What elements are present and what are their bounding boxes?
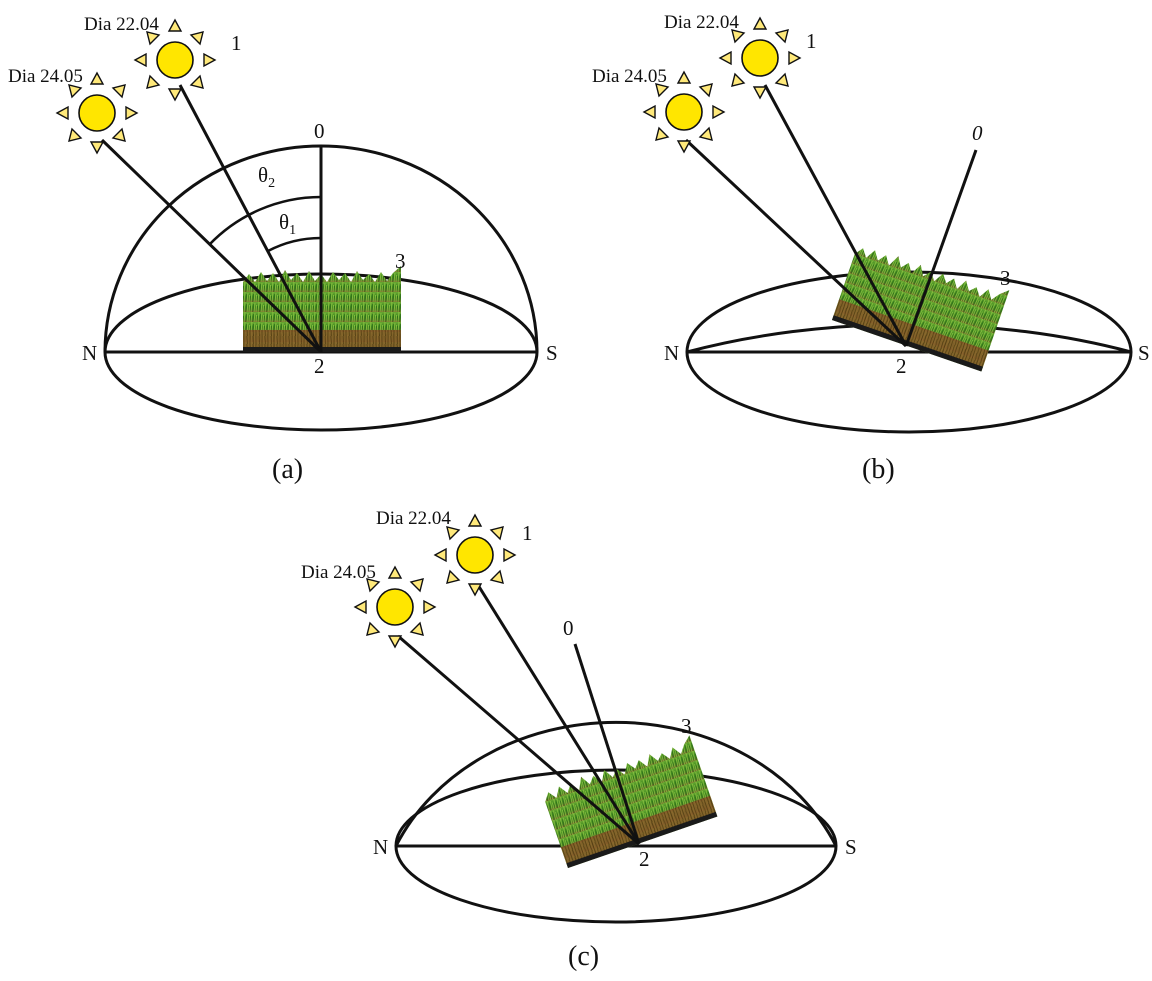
panel-c-ray-early xyxy=(397,634,640,846)
panel-c-canopy-icon xyxy=(540,735,718,868)
panel-a-site-label: 2 xyxy=(314,354,325,378)
panel-a-theta1-label: θ1 xyxy=(279,210,296,238)
panel-b: Dia 22.04 Dia 24.05 1 0 2 3 N S (b) xyxy=(592,12,1150,485)
panel-a-caption: (a) xyxy=(272,454,303,485)
panel-c-hemisphere xyxy=(394,720,838,847)
panel-b-sun-marker: 1 xyxy=(806,29,817,53)
panel-b-zenith-line xyxy=(904,149,978,347)
panel-c-site-label: 2 xyxy=(639,847,650,871)
panel-c-caption: (c) xyxy=(568,941,599,972)
panel-a-ray-early xyxy=(100,138,323,354)
panel-b-north-label: N xyxy=(664,341,679,365)
panel-c-zenith-line xyxy=(573,643,641,845)
panel-a-normal-label: 0 xyxy=(314,119,325,143)
panel-b-canopy-label: 3 xyxy=(1000,266,1011,290)
panel-a-ray-late xyxy=(178,84,323,353)
panel-c-canopy-label: 3 xyxy=(681,714,692,738)
panel-b-ray-late xyxy=(763,84,908,347)
panel-a-north-label: N xyxy=(82,341,97,365)
panel-b-south-label: S xyxy=(1138,341,1150,365)
panel-b-sun-early-label: Dia 24.05 xyxy=(592,66,667,87)
panel-c-south-label: S xyxy=(845,835,857,859)
panel-a-canopy-label: 3 xyxy=(395,249,406,273)
panel-a-sun-early-label: Dia 24.05 xyxy=(8,66,83,87)
panel-c-sun-marker: 1 xyxy=(522,521,533,545)
panel-b-normal-label: 0 xyxy=(972,121,983,145)
panel-c-normal-label: 0 xyxy=(563,616,574,640)
panel-b-site-label: 2 xyxy=(896,354,907,378)
panel-a: Dia 22.04 Dia 24.05 1 0 2 3 N S θ1 θ2 (a… xyxy=(8,14,558,485)
panel-c-ray-late xyxy=(476,584,641,845)
panel-c: Dia 22.04 Dia 24.05 1 0 2 3 N S (c) xyxy=(301,508,857,972)
panel-a-sun-marker: 1 xyxy=(231,31,242,55)
panel-a-sun-late-label: Dia 22.04 xyxy=(84,14,159,35)
panel-c-sun-early-label: Dia 24.05 xyxy=(301,562,376,583)
panel-a-theta2-arc xyxy=(208,195,322,246)
panel-a-south-label: S xyxy=(546,341,558,365)
panel-a-theta1-arc xyxy=(267,236,322,253)
panel-b-ray-early xyxy=(684,138,908,348)
panel-c-north-label: N xyxy=(373,835,388,859)
panel-b-sun-late-label: Dia 22.04 xyxy=(664,12,739,33)
panel-b-caption: (b) xyxy=(862,454,895,485)
panel-c-sun-late-label: Dia 22.04 xyxy=(376,508,451,529)
panel-a-theta2-label: θ2 xyxy=(258,163,275,191)
